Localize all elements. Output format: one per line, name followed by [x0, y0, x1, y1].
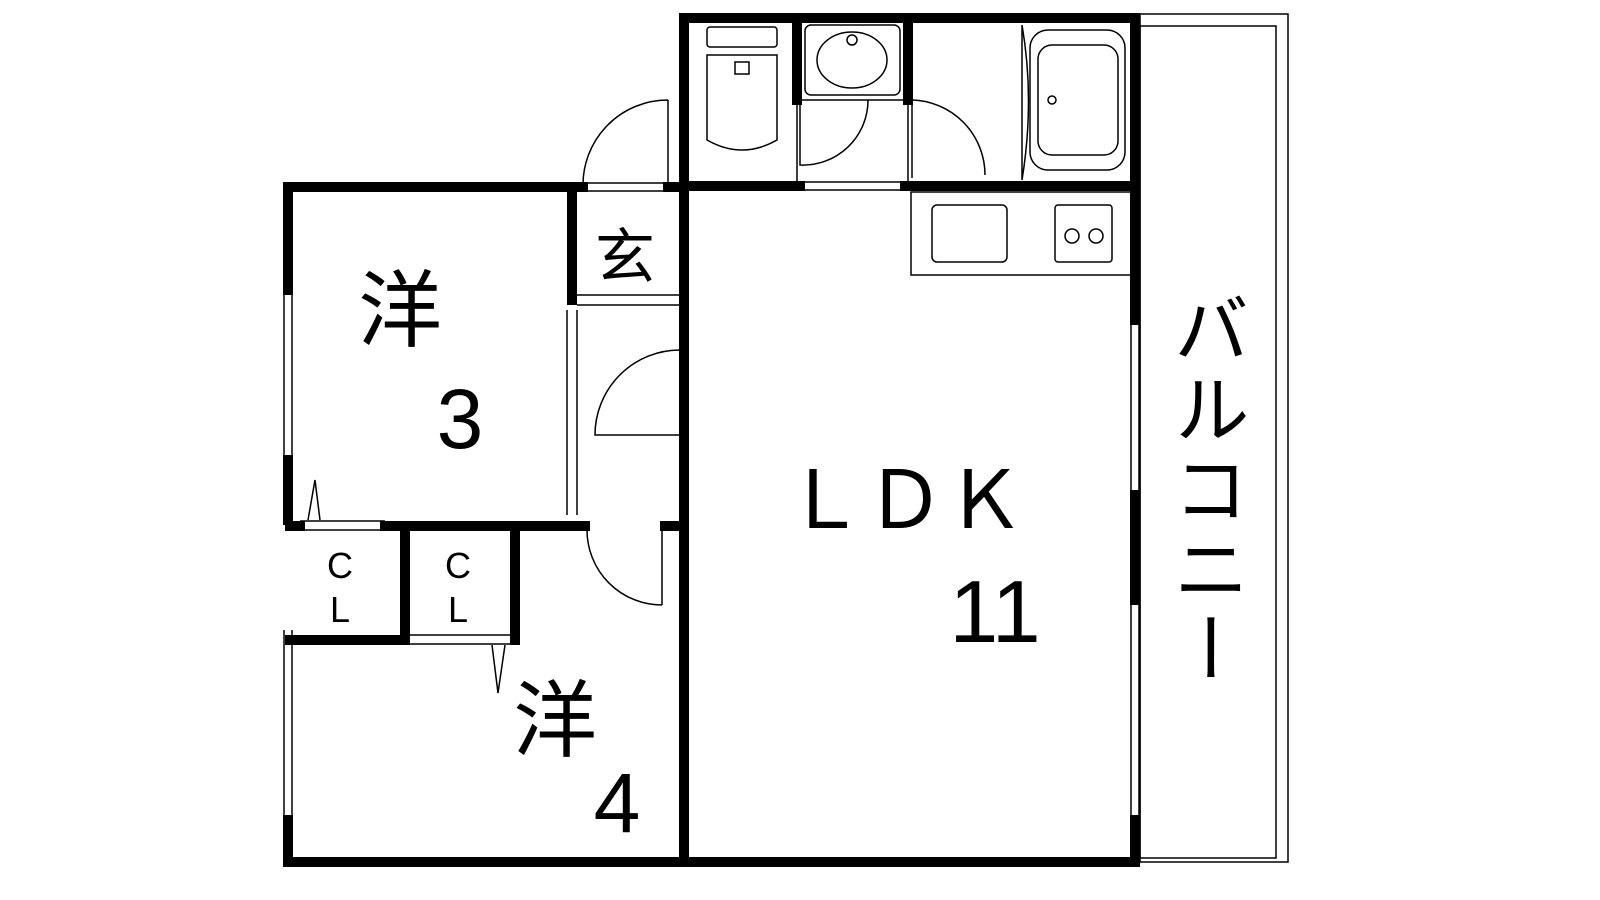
room-size: 3 — [437, 372, 484, 466]
closet-label: L — [330, 589, 350, 630]
closet-label: C — [327, 545, 353, 586]
room-label: 洋 — [513, 672, 597, 770]
walls — [283, 13, 1140, 867]
bathtub — [1029, 29, 1126, 171]
kitchen-counter — [910, 191, 1132, 276]
ldk-size: 11 — [949, 562, 1040, 661]
washbasin — [804, 24, 901, 96]
entrance-label: 玄 — [595, 223, 655, 293]
fixtures — [283, 24, 1140, 820]
balcony — [1139, 13, 1289, 863]
kitchen-sink — [931, 204, 1008, 263]
balcony-label: バルコニー — [1161, 290, 1250, 690]
closet-label: C — [445, 545, 471, 586]
closet-label: L — [448, 589, 468, 630]
room-size: 4 — [594, 756, 641, 850]
ldk-label: ＬＤＫ — [785, 454, 1025, 547]
room-label: 洋 — [358, 262, 442, 360]
toilet-bowl — [706, 54, 778, 151]
toilet-tank — [706, 26, 778, 48]
stove — [1054, 204, 1113, 263]
